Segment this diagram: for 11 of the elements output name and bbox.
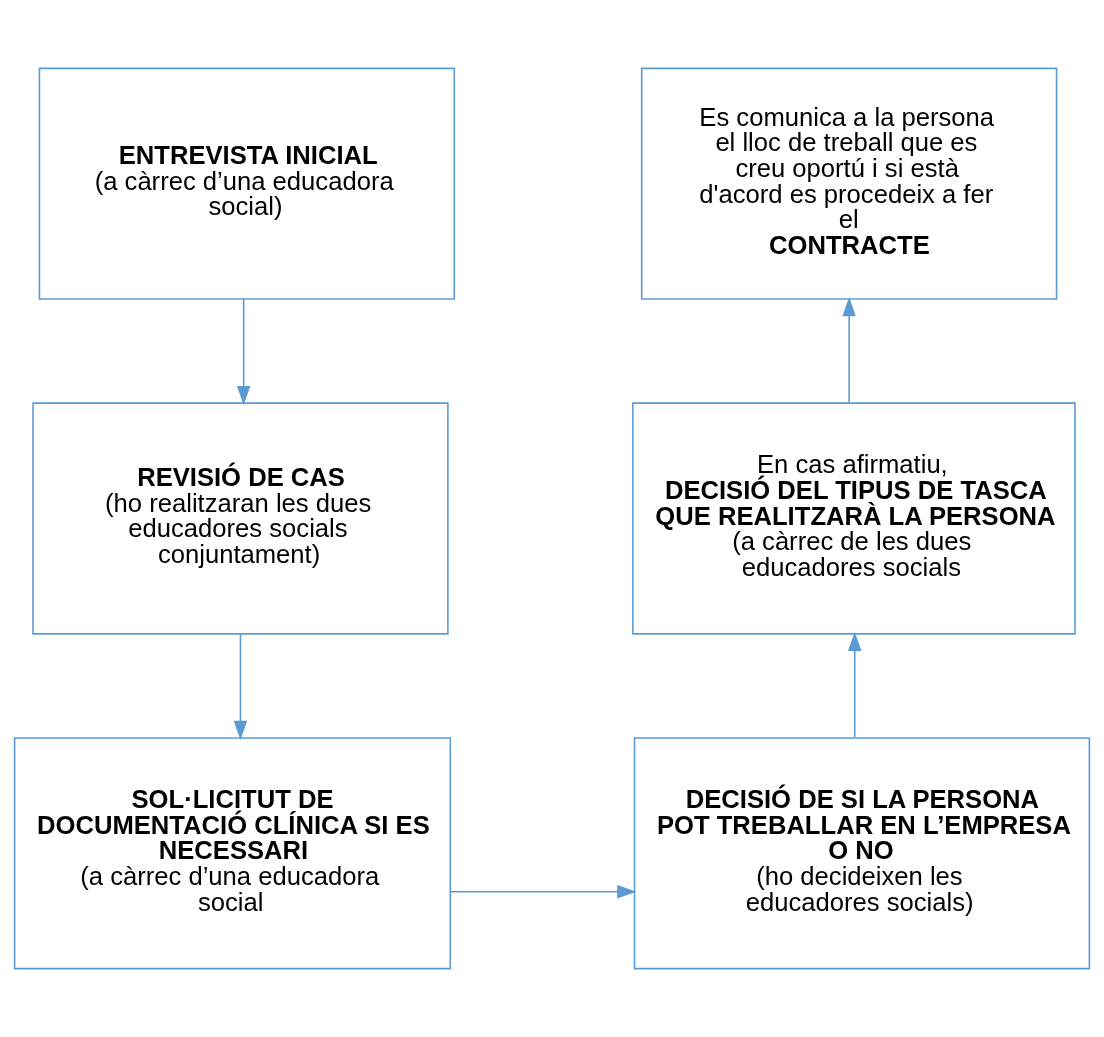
arrow (449, 884, 637, 899)
arrow (848, 631, 862, 739)
node-box: REVISIÓ DE CAS (ho realitzaran les dues educadores socials conjuntament) (32, 402, 449, 635)
node-box: En cas afirmatiu, DECISIÓ DEL TIPUS DE TASCA QUE REALITZARÀ LA PERSONA (a càrrec de les dues educadores socials (632, 402, 1076, 635)
node-box: DECISIÓ DE SI LA PERSONA POT TREBALLAR EN L’EMPRESA O NO (ho decideixen les educadores socials) (633, 737, 1091, 970)
node-box: SOL·LICITUT DE DOCUMENTACIÓ CLÍNICA SI ES NECESSARI (a càrrec d’una educadora social (13, 737, 452, 970)
arrow (233, 633, 248, 740)
arrow (236, 298, 251, 406)
arrow (842, 297, 856, 404)
node-box: ENTREVISTA INICIAL (a càrrec d’una educadora social) (38, 67, 456, 300)
node-box: Es comunica a la persona el lloc de treball que es creu oportú i si està d'acord es procedeix a fer el CONTRACTE (640, 67, 1058, 300)
